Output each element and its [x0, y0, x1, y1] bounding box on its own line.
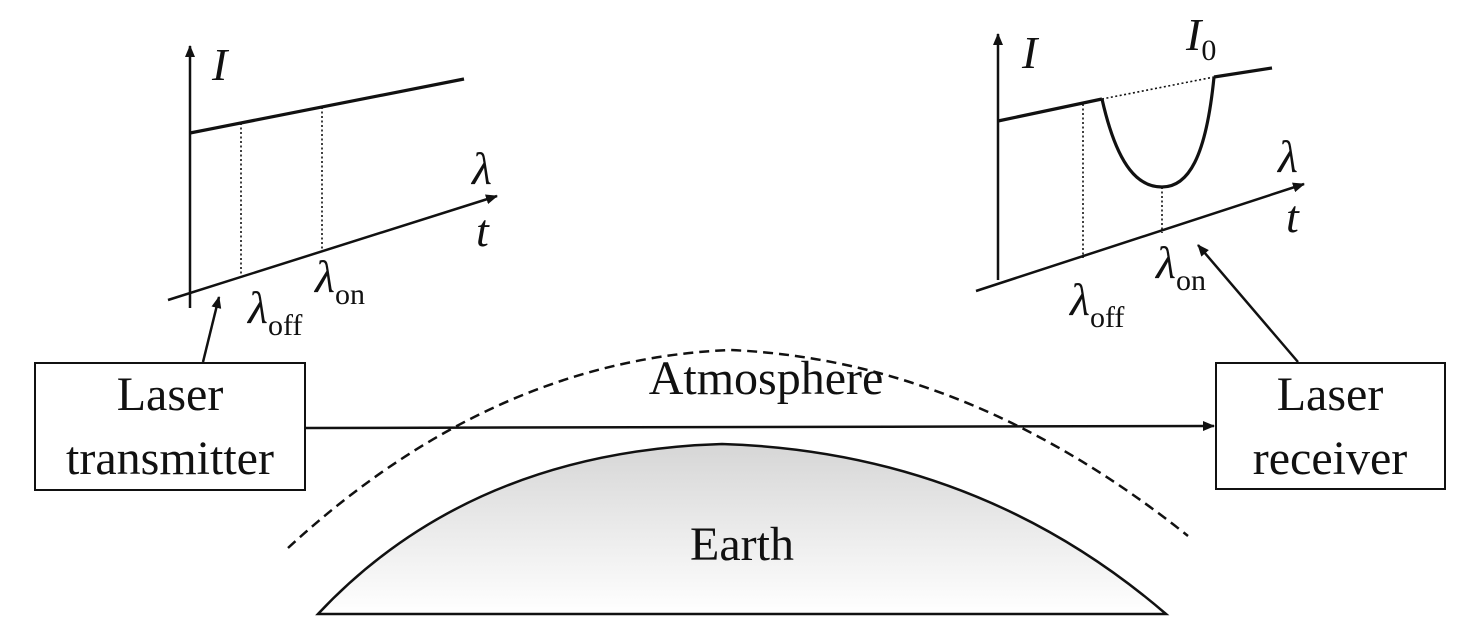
- left-intensity-axis-label: I: [211, 39, 230, 90]
- earth-shape: [315, 442, 1170, 616]
- right-lambda-axis-label: λ: [1276, 131, 1298, 182]
- transmitter-to-plot-arrow: [201, 296, 222, 363]
- transmitter-box: [34, 362, 306, 491]
- receiver-to-plot-arrow: [1197, 244, 1299, 363]
- earth-label: Earth: [690, 518, 794, 571]
- left-lambda-axis-label: λ: [470, 143, 492, 194]
- left-time-axis-label: t: [476, 205, 490, 256]
- absorption-dip-curve: [1100, 76, 1216, 189]
- right-intensity-axis-label: I: [1021, 27, 1040, 78]
- laser-receiver: Laser receiver: [1215, 362, 1446, 490]
- left-lambda-off-label: λoff: [246, 282, 302, 342]
- receiver-spectrum-plot: I I0 λ t λoff λon: [975, 9, 1305, 334]
- receiver-label-line1: Laser: [1277, 368, 1384, 421]
- right-lambda-off-label: λoff: [1068, 274, 1124, 334]
- right-intensity-line-right: [1213, 66, 1273, 79]
- transmitter-label-line1: Laser: [117, 368, 224, 421]
- right-lambda-on-label: λon: [1154, 237, 1206, 297]
- right-wavelength-time-axis: [975, 182, 1305, 293]
- left-wavelength-time-axis: [167, 194, 498, 302]
- reference-intensity-label: I0: [1185, 9, 1216, 67]
- atmosphere-label: Atmosphere: [649, 352, 884, 405]
- right-intensity-line-left: [997, 97, 1103, 123]
- left-lambda-on-label: λon: [313, 251, 365, 311]
- laser-beam-arrow: [305, 421, 1215, 432]
- transmitter-spectrum-plot: I λ t λoff λon: [167, 39, 498, 342]
- right-reference-line-dotted: [1101, 76, 1215, 100]
- transmitter-label-line2: transmitter: [66, 432, 274, 485]
- right-time-axis-label: t: [1286, 191, 1300, 242]
- receiver-box: [1215, 362, 1446, 490]
- left-intensity-line: [189, 77, 465, 135]
- atmosphere-boundary: [287, 348, 1189, 549]
- receiver-label-line2: receiver: [1253, 432, 1408, 485]
- laser-transmitter: Laser transmitter: [34, 362, 306, 491]
